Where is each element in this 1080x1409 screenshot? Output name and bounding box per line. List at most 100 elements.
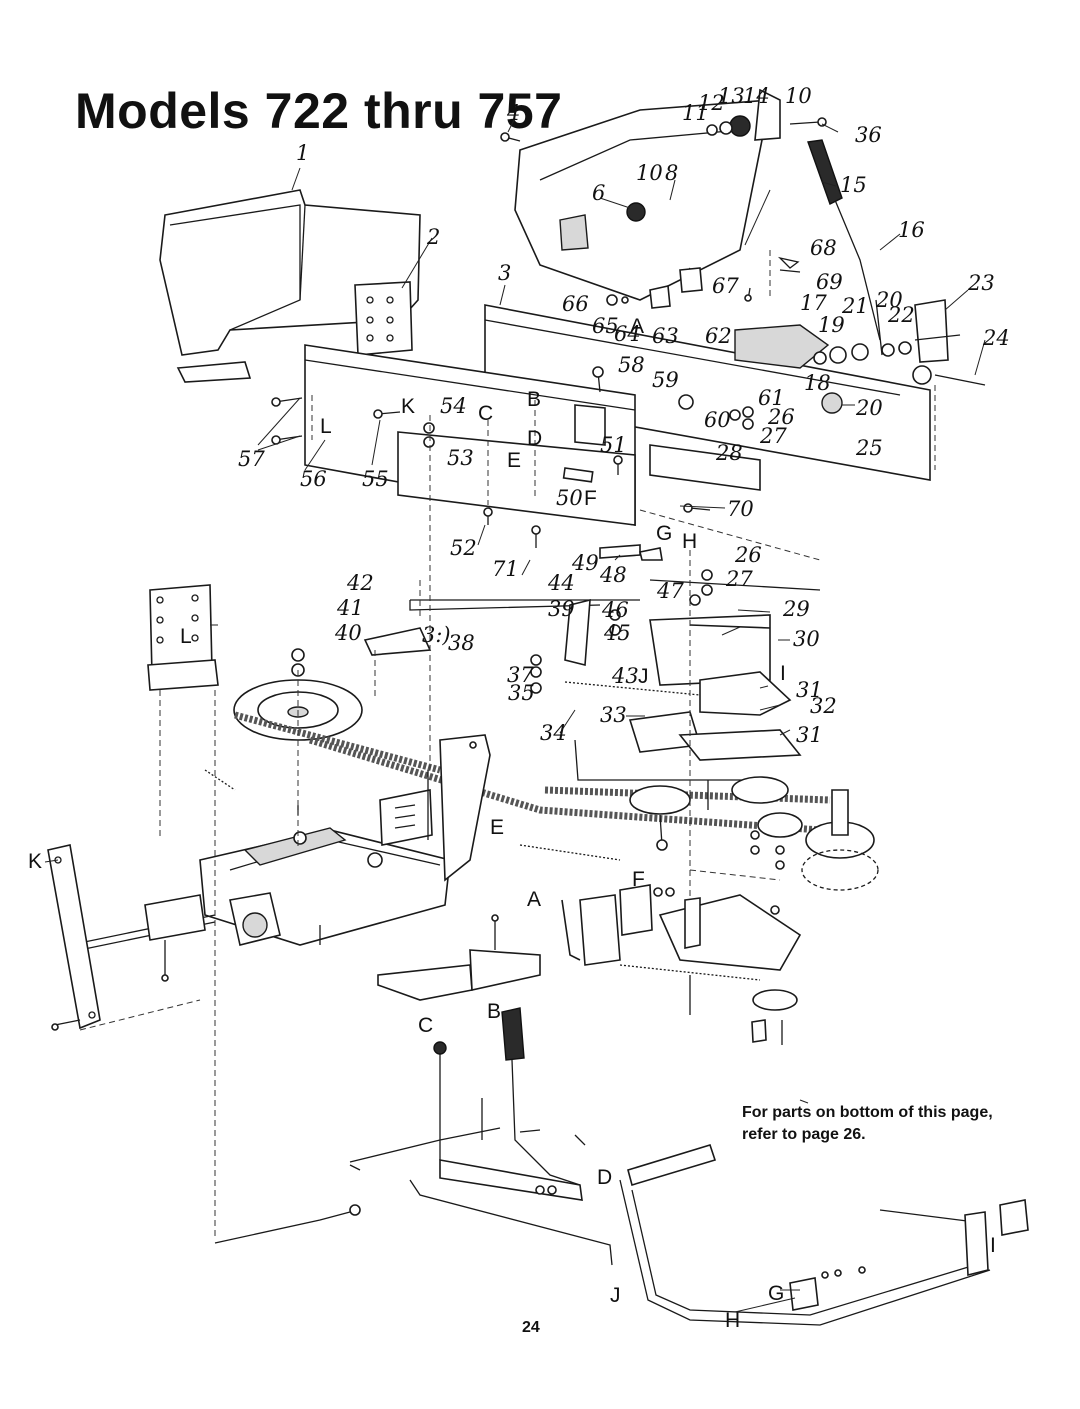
drive-linkage	[291, 544, 821, 694]
callout-56: 56	[300, 467, 327, 491]
letter-f-top: F	[584, 487, 597, 510]
callout-27b: 27	[725, 567, 753, 591]
callout-27a: 27	[759, 424, 787, 448]
letter-callouts: A A B B C C D D E E F F G G H H I I J J …	[28, 315, 996, 1332]
callout-61: 61	[758, 386, 785, 410]
callout-64: 64	[614, 322, 641, 346]
l-bracket	[147, 584, 236, 791]
callout-66: 66	[562, 292, 589, 316]
callout-24: 24	[982, 326, 1010, 350]
letter-f-bottom: F	[632, 868, 645, 891]
letter-l-top: L	[320, 415, 332, 438]
callout-6: 6	[592, 181, 605, 205]
callout-34: 34	[540, 721, 567, 745]
callout-51: 51	[600, 433, 627, 457]
letter-d-top: D	[527, 427, 542, 450]
long-spring	[564, 681, 760, 781]
main-frame-panel	[304, 304, 931, 526]
letter-g-bottom: G	[768, 1282, 784, 1305]
callout-4: 4	[506, 101, 520, 125]
callout-49: 49	[571, 551, 599, 575]
letter-a-top: A	[630, 315, 644, 338]
callout-29: 29	[782, 597, 810, 621]
letter-c-top: C	[478, 402, 493, 425]
callout-36: 36	[855, 123, 882, 147]
letter-h-top: H	[682, 530, 697, 553]
callout-38: 38	[448, 631, 475, 655]
callout-44: 44	[547, 571, 575, 595]
page-reference-note: For parts on bottom of this page, refer …	[742, 1104, 993, 1143]
callout-50: 50	[556, 486, 583, 510]
letter-e-top: E	[507, 449, 521, 472]
callout-67: 67	[712, 274, 739, 298]
callout-47: 47	[656, 579, 684, 603]
callout-37: 37	[507, 663, 534, 687]
callout-8: 8	[665, 161, 678, 185]
callout-23: 23	[967, 271, 995, 295]
callout-39b: 3:)	[422, 623, 451, 647]
callout-14: 14	[743, 84, 770, 108]
callout-70: 70	[727, 497, 754, 521]
callout-52: 52	[450, 536, 477, 560]
callout-53: 53	[447, 446, 474, 470]
callout-20b: 20	[855, 396, 883, 420]
callout-31b: 31	[796, 723, 823, 747]
callout-59: 59	[652, 368, 679, 392]
callout-41: 41	[336, 596, 364, 620]
callout-30: 30	[793, 627, 820, 651]
letter-c-bottom: C	[418, 1014, 433, 1037]
callout-25: 25	[855, 436, 883, 460]
letter-g-top: G	[656, 522, 672, 545]
lift-handle	[619, 1144, 1029, 1326]
letter-b-top: B	[527, 388, 541, 411]
callout-43: 43	[611, 664, 639, 688]
letter-j-bottom: J	[610, 1284, 621, 1307]
callout-71: 71	[492, 557, 519, 581]
callout-63: 63	[652, 324, 679, 348]
letter-e-bottom: E	[490, 816, 504, 839]
callout-33: 33	[600, 703, 627, 727]
part-number-callouts: 1 2 3 4 6 8 10 10 11 12 13 14 15 16 17 1…	[238, 84, 1010, 747]
callout-3: 3	[498, 261, 511, 285]
letter-i-top: I	[780, 662, 786, 685]
callout-54: 54	[440, 394, 467, 418]
callout-55: 55	[362, 467, 389, 491]
callout-58: 58	[618, 353, 645, 377]
callout-15: 15	[840, 173, 867, 197]
callout-48: 48	[599, 563, 627, 587]
callout-26b: 26	[734, 543, 762, 567]
callout-39a: 39	[548, 597, 575, 621]
callout-12: 12	[698, 91, 725, 115]
callout-13: 13	[718, 84, 745, 108]
callout-11: 11	[682, 101, 709, 125]
letter-h-bottom: H	[725, 1309, 740, 1332]
letter-d-bottom: D	[597, 1166, 612, 1189]
leader-lines	[44, 117, 986, 1313]
callout-16: 16	[898, 218, 925, 242]
callout-17: 17	[800, 291, 827, 315]
letter-b-bottom: B	[487, 1000, 501, 1023]
callout-42: 42	[346, 571, 374, 595]
letter-a-bottom: A	[527, 888, 541, 911]
letter-k-top: K	[401, 395, 415, 418]
callout-65: 65	[592, 314, 619, 338]
callout-35: 35	[508, 681, 535, 705]
callout-68: 68	[810, 236, 837, 260]
callout-60: 60	[704, 408, 731, 432]
callout-62: 62	[705, 324, 732, 348]
callout-18: 18	[804, 371, 831, 395]
callout-45: 45	[603, 621, 631, 645]
k-arm	[47, 844, 101, 1031]
callout-10b: 10	[785, 84, 812, 108]
side-shroud-panel	[159, 189, 421, 383]
callout-57: 57	[238, 447, 265, 471]
callout-32: 32	[810, 694, 837, 718]
brake-bracket	[519, 844, 802, 1045]
lift-pivot-parts	[734, 299, 986, 414]
letter-l-bottom: L	[180, 625, 192, 648]
fasteners	[271, 117, 827, 548]
callout-46: 46	[601, 598, 629, 622]
callout-10a: 10	[636, 161, 663, 185]
callout-20a: 20	[875, 288, 903, 312]
